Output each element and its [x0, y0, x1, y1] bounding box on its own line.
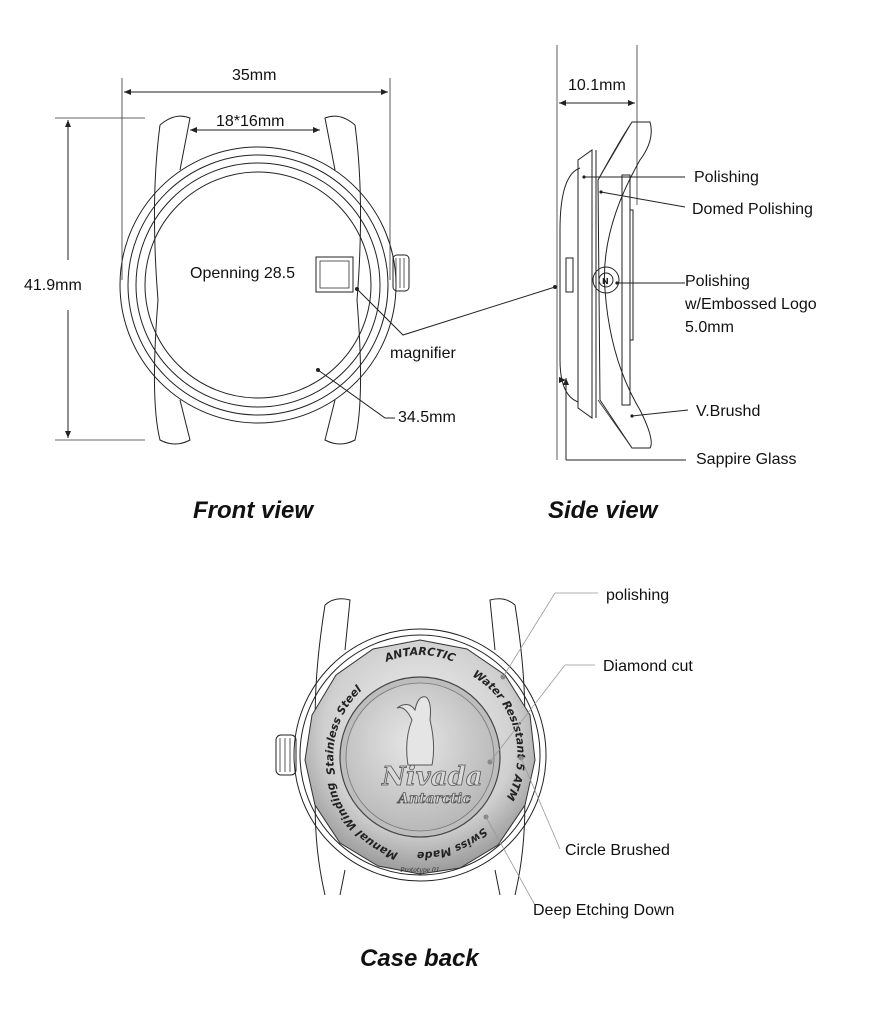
opening-label: Openning 28.5: [190, 265, 295, 282]
front-view: 35mm 18*16mm 41.9mm Openning 28.5 magnif…: [24, 67, 557, 524]
callout-polishing: polishing: [606, 587, 669, 604]
callout-v-brushed: V.Brushd: [696, 403, 760, 420]
callout-diamond-cut: Diamond cut: [603, 658, 693, 675]
case-back-title: Case back: [360, 945, 480, 972]
crown: [392, 254, 410, 292]
date-window: [315, 256, 354, 293]
lug-profile: [597, 121, 652, 449]
callout-embossed-logo: w/Embossed Logo: [684, 296, 817, 313]
side-view-title: Side view: [548, 497, 659, 524]
callout-deep-etching: Deep Etching Down: [533, 902, 674, 919]
front-view-title: Front view: [193, 497, 314, 524]
height-dimension: 41.9mm: [24, 277, 82, 294]
callout-circle-brushed: Circle Brushed: [565, 842, 670, 859]
magnifier-label: magnifier: [390, 345, 456, 362]
engraving-top: ANTARCTIC: [382, 645, 457, 665]
crystal-opening: [144, 171, 372, 399]
crown: [592, 266, 620, 294]
callout-sapphire-glass: Sappire Glass: [696, 451, 797, 468]
bezel-dimension: 34.5mm: [398, 409, 456, 426]
case-back: Nivada Antarctic ANTARCTIC Stainless Ste…: [275, 587, 693, 972]
penguin-logo-icon: [396, 696, 435, 766]
lug-dimension: 18*16mm: [216, 113, 284, 130]
sub-brand-logo: Antarctic: [396, 791, 471, 807]
callout-crown-polishing: Polishing: [685, 273, 750, 290]
width-dimension: 35mm: [232, 67, 276, 84]
bezel: [135, 162, 381, 408]
callout-domed-polishing: Domed Polishing: [692, 201, 813, 218]
callout-crown-size: 5.0mm: [685, 319, 734, 336]
brand-logo: Nivada: [381, 762, 483, 792]
svg-text:N: N: [602, 277, 609, 286]
crown-tube: [565, 257, 574, 293]
prototype-label: Prototype 01: [399, 867, 439, 874]
case-outline: [119, 146, 397, 424]
crown: [275, 734, 297, 776]
thickness-dimension: 10.1mm: [568, 77, 626, 94]
sapphire-glass: [559, 167, 581, 403]
side-view: 10.1mm N Polishing Domed Polishing Polis…: [548, 45, 817, 524]
svg-text:ANTARCTIC: ANTARCTIC: [382, 645, 457, 665]
callout-polishing: Polishing: [694, 169, 759, 186]
